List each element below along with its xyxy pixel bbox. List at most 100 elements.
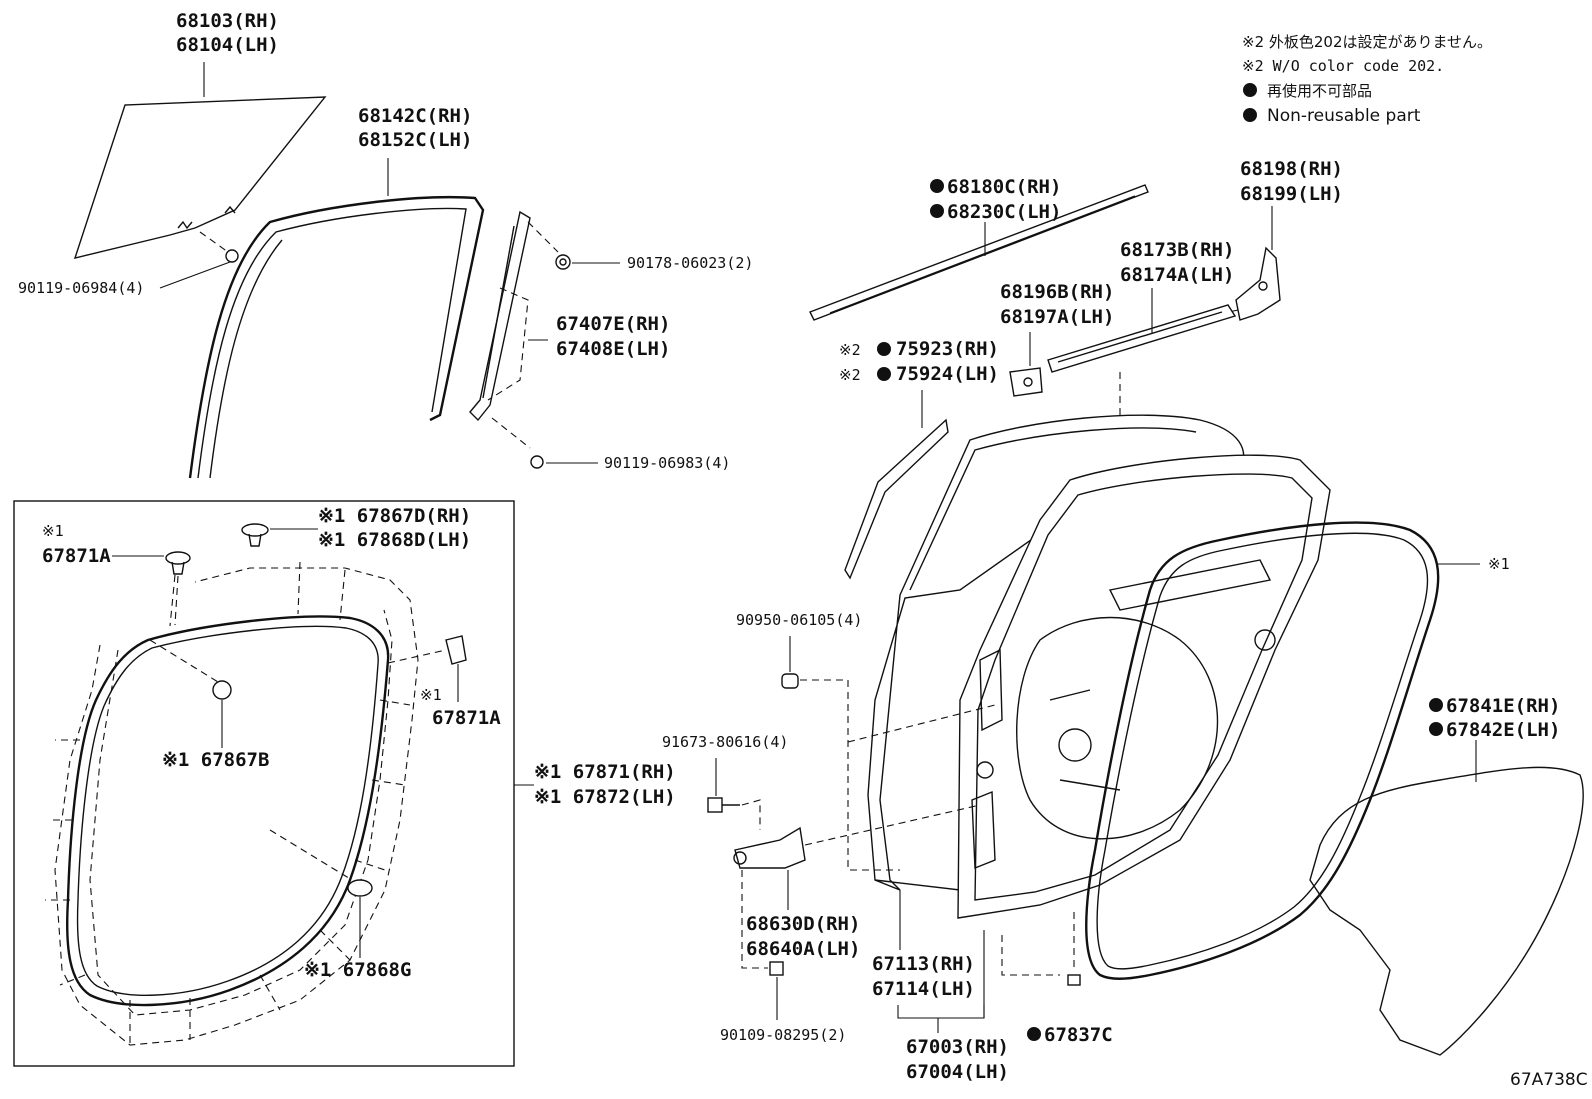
- door-weatherstrip-seal: [65, 615, 390, 1007]
- weatherstrip-detail-box: [13, 500, 515, 1067]
- label-90119-06983: 90119-06983(4): [604, 454, 730, 472]
- label-67004: 67004(LH): [906, 1061, 1009, 1083]
- clip-67871A-top[interactable]: ※1 67871A: [42, 522, 191, 626]
- label-68198: 68198(RH): [1240, 158, 1343, 180]
- bolt-icon: [225, 249, 239, 263]
- nut-icon: [555, 254, 571, 270]
- mark-67871A-2: ※1: [420, 686, 442, 704]
- label-90178-06023: 90178-06023(2): [627, 254, 753, 272]
- label-68173B: 68173B(RH): [1120, 239, 1234, 261]
- door-glass-shape: [73, 96, 327, 259]
- bolt-91673-80616[interactable]: 91673-80616(4): [662, 733, 788, 830]
- clip-67867B[interactable]: ※1 67867B: [149, 639, 269, 771]
- label-68180C: 68180C(RH): [947, 176, 1061, 198]
- garnish-75923[interactable]: ※2 75923(RH) ※2 75924(LH): [839, 338, 999, 580]
- door-check[interactable]: 68630D(RH) 68640A(LH): [733, 804, 981, 969]
- note-line-3: 再使用不可部品: [1267, 82, 1372, 100]
- non-reusable-bullet-icon: [877, 342, 891, 356]
- note-line-1: ※2 外板色202は設定がありません。: [1242, 33, 1492, 51]
- label-67867B: ※1 67867B: [162, 749, 269, 771]
- non-reusable-bullet-icon: [1243, 83, 1257, 97]
- outer-door-panel[interactable]: 67113(RH) 67114(LH): [867, 414, 1245, 1000]
- cover-68196B[interactable]: 68196B(RH) 68197A(LH): [1000, 281, 1114, 397]
- bolt-90119-06984[interactable]: 90119-06984(4): [18, 231, 239, 297]
- non-reusable-bullet-icon: [1429, 698, 1443, 712]
- weatherstrip-detail[interactable]: ※1 67871A ※1 67867D(RH) ※1 67868D(LH) ※1…: [42, 505, 501, 1046]
- label-67003: 67003(RH): [906, 1036, 1009, 1058]
- clip-icon: [445, 635, 467, 665]
- label-67871A: 67871A: [42, 545, 111, 567]
- label-90109-08295: 90109-08295(2): [720, 1026, 846, 1044]
- run-channel[interactable]: 68142C(RH) 68152C(LH): [188, 105, 485, 479]
- label-67868D: ※1 67868D(LH): [318, 529, 471, 551]
- non-reusable-bullet-icon: [1429, 722, 1443, 736]
- cap-icon: [781, 673, 799, 689]
- label-67842E: 67842E(LH): [1446, 719, 1560, 741]
- non-reusable-bullet-icon: [1243, 108, 1257, 122]
- label-91673-80616: 91673-80616(4): [662, 733, 788, 751]
- label-90950-06105: 90950-06105(4): [736, 611, 862, 629]
- non-reusable-bullet-icon: [1027, 1027, 1041, 1041]
- label-68640A: 68640A(LH): [746, 938, 860, 960]
- belt-weatherstrip-inner[interactable]: 68173B(RH) 68174A(LH): [1047, 239, 1237, 610]
- label-67408E: 67408E(LH): [556, 338, 670, 360]
- mark-67871A: ※1: [42, 522, 64, 540]
- label-68199: 68199(LH): [1240, 183, 1343, 205]
- bolt-icon: [707, 797, 723, 813]
- label-68103: 68103(RH): [176, 10, 279, 32]
- label-68174A: 68174A(LH): [1120, 264, 1234, 286]
- clip-67867D[interactable]: ※1 67867D(RH) ※1 67868D(LH): [241, 505, 471, 551]
- label-67114: 67114(LH): [872, 978, 975, 1000]
- plug-67837C[interactable]: 67837C: [1001, 912, 1113, 1046]
- door-opening-weatherstrip[interactable]: ※1: [1085, 521, 1510, 980]
- door-glass[interactable]: 68103(RH) 68104(LH): [73, 10, 327, 259]
- label-68230C: 68230C(LH): [947, 201, 1061, 223]
- note-line-4: Non-reusable part: [1267, 106, 1421, 126]
- non-reusable-bullet-icon: [930, 179, 944, 193]
- label-90119-06984: 90119-06984(4): [18, 279, 144, 297]
- non-reusable-bullet-icon: [930, 204, 944, 218]
- label-67872: ※1 67872(LH): [534, 786, 676, 808]
- bolt-90119-06983[interactable]: 90119-06983(4): [530, 454, 730, 472]
- belt-molding-outer[interactable]: 68180C(RH) 68230C(LH): [809, 176, 1149, 321]
- label-67837C: 67837C: [1044, 1024, 1113, 1046]
- label-67868G: ※1 67868G: [304, 959, 411, 981]
- clip-67868G[interactable]: ※1 67868G: [269, 829, 411, 981]
- clip-icon: [212, 680, 232, 700]
- label-75923: 75923(RH): [896, 338, 999, 360]
- label-68196B: 68196B(RH): [1000, 281, 1114, 303]
- note-line-2: ※2 W/O color code 202.: [1242, 57, 1444, 75]
- clip-icon: [241, 523, 269, 537]
- clip-icon: [347, 879, 373, 897]
- figure-code: 67A738C: [1510, 1070, 1588, 1090]
- legend-notes: ※2 外板色202は設定がありません。 ※2 W/O color code 20…: [1242, 33, 1492, 126]
- mark-weatherstrip: ※1: [1488, 555, 1510, 573]
- division-bar[interactable]: 67407E(RH) 67408E(LH): [469, 210, 670, 449]
- door-frame-inner[interactable]: 67003(RH) 67004(LH): [897, 454, 1331, 1083]
- plug-icon: [1067, 974, 1081, 986]
- bolt-90109-08295[interactable]: 90109-08295(2): [720, 961, 846, 1044]
- label-68630D: 68630D(RH): [746, 913, 860, 935]
- non-reusable-bullet-icon: [877, 367, 891, 381]
- clip-icon: [165, 551, 191, 565]
- service-hole-cover[interactable]: 67841E(RH) 67842E(LH): [1309, 695, 1584, 1056]
- cap-90950-06105[interactable]: 90950-06105(4): [736, 611, 996, 871]
- label-67871: ※1 67871(RH): [534, 761, 676, 783]
- bracket-68198[interactable]: 68198(RH) 68199(LH): [1214, 158, 1343, 321]
- label-68142C: 68142C(RH): [358, 105, 472, 127]
- mark-75924: ※2: [839, 366, 861, 384]
- label-68104: 68104(LH): [176, 34, 279, 56]
- label-68152C: 68152C(LH): [358, 129, 472, 151]
- weatherstrip-67871[interactable]: ※1 67871(RH) ※1 67872(LH): [514, 761, 676, 808]
- nut-90178-06023[interactable]: 90178-06023(2): [555, 254, 753, 272]
- label-75924: 75924(LH): [896, 363, 999, 385]
- clip-67871A-right[interactable]: ※1 67871A: [387, 635, 501, 729]
- label-68197A: 68197A(LH): [1000, 306, 1114, 328]
- bolt-icon: [530, 455, 544, 469]
- label-67867D: ※1 67867D(RH): [318, 505, 471, 527]
- label-67113: 67113(RH): [872, 953, 975, 975]
- mark-75923: ※2: [839, 341, 861, 359]
- label-67871A-2: 67871A: [432, 707, 501, 729]
- label-67407E: 67407E(RH): [556, 313, 670, 335]
